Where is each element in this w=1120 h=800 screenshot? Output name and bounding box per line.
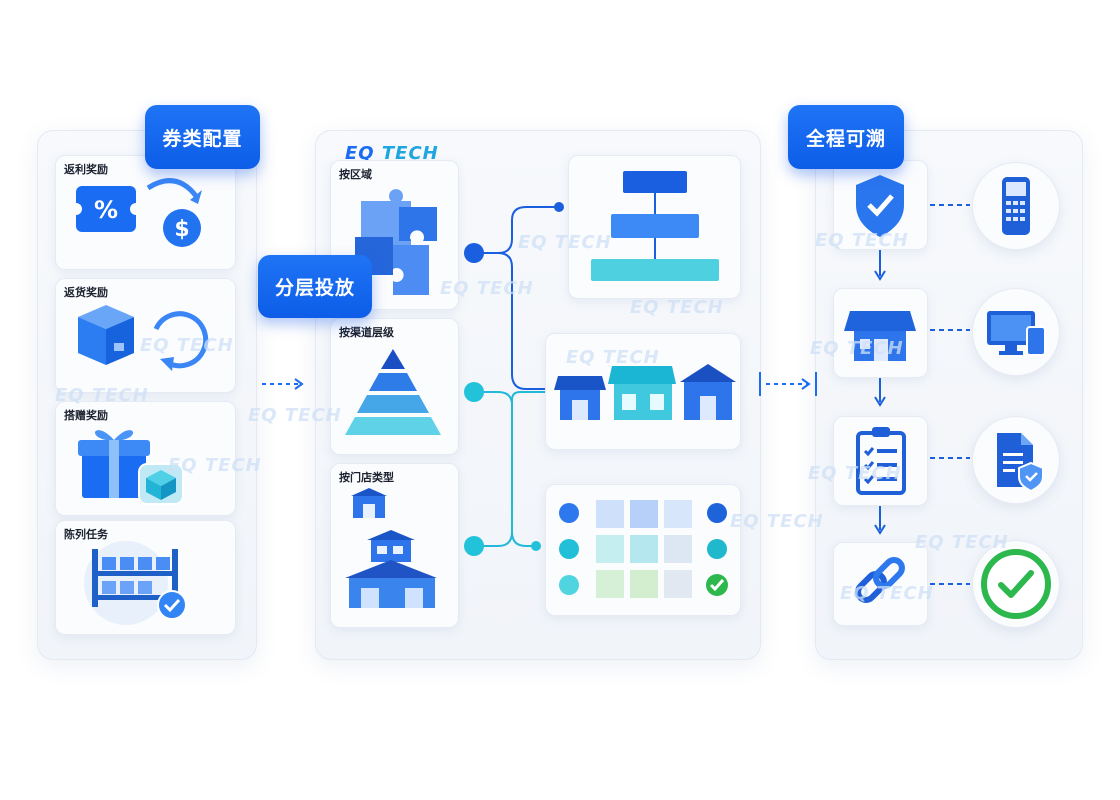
pyramid-icon: [345, 349, 441, 435]
store-buildings-icon: [345, 488, 437, 608]
coupon-card-label: 陈列任务: [64, 528, 108, 541]
section-badge-coupon-config: 券类配置: [145, 105, 260, 169]
result-card-org-structure: [568, 155, 741, 299]
coupon-card-free-gift[interactable]: 搭赠奖励: [55, 401, 236, 516]
percent-coupon-icon: % $: [70, 178, 202, 247]
dimension-card-label: 按门店类型: [339, 471, 394, 484]
dimension-card-label: 按区域: [339, 168, 372, 181]
section-badge-tiered-delivery: 分层投放: [258, 255, 372, 318]
coupon-card-label: 返利奖励: [64, 163, 108, 176]
trace-circle-secure-doc: [972, 416, 1060, 504]
trace-step-store: [833, 288, 928, 378]
eqtech-logo: EQ TECH: [345, 143, 439, 164]
trace-circle-pos: [972, 162, 1060, 250]
result-card-store-matrix: [545, 484, 741, 616]
trace-circle-devices: [972, 288, 1060, 376]
coupon-card-label: 返货奖励: [64, 286, 108, 299]
dimension-card-channel-level[interactable]: 按渠道层级: [330, 318, 459, 455]
pos-terminal-icon: [1002, 177, 1030, 235]
chain-link-icon: [855, 557, 905, 603]
return-box-icon: [78, 305, 209, 371]
desktop-tablet-icon: [987, 311, 1046, 356]
trace-circle-success: [972, 540, 1060, 628]
clipboard-checklist-icon: [856, 427, 906, 495]
coupon-card-display-task[interactable]: 陈列任务: [55, 520, 236, 635]
svg-text:%: %: [94, 196, 118, 224]
dimension-card-store-type[interactable]: 按门店类型: [330, 463, 459, 628]
storefront-icon: [844, 311, 916, 361]
trace-step-checklist: [833, 416, 928, 506]
coupon-card-rebate[interactable]: 返利奖励 % $: [55, 155, 236, 270]
dimension-card-label: 按渠道层级: [339, 326, 394, 339]
secure-document-icon: [997, 433, 1044, 493]
result-card-stores: [545, 333, 741, 450]
shield-check-icon: [856, 175, 904, 237]
svg-text:$: $: [174, 217, 189, 242]
storefronts-icon: [554, 364, 736, 420]
matrix-grid-icon: [559, 500, 728, 598]
section-badge-traceability: 全程可溯: [788, 105, 904, 169]
shelf-display-icon: [84, 541, 187, 625]
coupon-card-return-goods[interactable]: 返货奖励: [55, 278, 236, 393]
gift-icon: [78, 430, 184, 505]
trace-step-link: [833, 542, 928, 626]
success-check-icon: [981, 549, 1051, 619]
trace-step-verify: [833, 160, 928, 250]
coupon-card-label: 搭赠奖励: [64, 409, 108, 422]
hierarchy-chart-icon: [591, 171, 719, 281]
